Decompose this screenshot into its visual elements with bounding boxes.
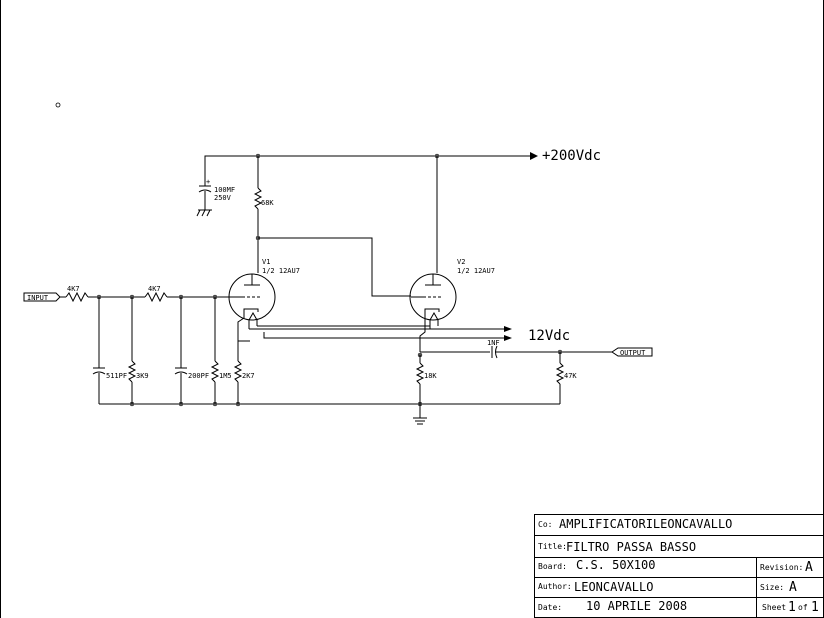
output-port	[611, 347, 653, 357]
tb-date-label: Date:	[538, 603, 562, 612]
tb-size-value: A	[789, 580, 797, 595]
r-series-label: 4K7	[148, 285, 161, 293]
svg-text:+: +	[206, 178, 210, 186]
tb-title-value: FILTRO PASSA BASSO	[566, 540, 696, 554]
tb-author-value: LEONCAVALLO	[574, 580, 653, 594]
heater-wiring	[249, 325, 512, 341]
marker-circle	[55, 102, 61, 108]
output-label: OUTPUT	[620, 349, 646, 357]
resistor-2k7	[233, 341, 243, 404]
tb-board-label: Board:	[538, 562, 567, 571]
tb-revision-value: A	[805, 560, 813, 575]
r-68k-label: 68K	[261, 199, 274, 207]
tube-v2	[409, 273, 457, 352]
hv-label: +200Vdc	[542, 148, 601, 164]
input-port	[23, 292, 61, 302]
tb-revision-label: Revision:	[760, 563, 803, 572]
v2-type: 1/2 12AU7	[457, 267, 495, 275]
r-2k7-label: 2K7	[242, 372, 255, 380]
filter-capacitor: +	[196, 178, 212, 217]
resistor-47k	[555, 352, 565, 404]
r-1m5-label: 1M5	[219, 372, 232, 380]
plate-resistor-68k	[253, 156, 263, 273]
resistor-1m5	[210, 297, 220, 404]
tb-sheet-label: Sheet	[762, 603, 786, 612]
tb-date-value: 10 APRILE 2008	[586, 599, 687, 613]
coupling-wire	[258, 237, 411, 297]
input-signal-line	[60, 291, 229, 303]
v1-ref: V1	[262, 258, 270, 266]
tb-co-value: AMPLIFICATORILEONCAVALLO	[559, 517, 732, 531]
r-input-label: 4K7	[67, 285, 80, 293]
tb-co-label: Co:	[538, 520, 552, 529]
c-200-label: 200PF	[188, 372, 209, 380]
hv-rail	[204, 152, 538, 186]
tube-v1	[228, 273, 276, 342]
ground-bus	[99, 401, 560, 407]
r-18k-label: 18K	[424, 372, 437, 380]
v2-ref: V2	[457, 258, 465, 266]
r-47k-label: 47K	[564, 372, 577, 380]
resistor-3k9	[127, 297, 137, 404]
resistor-18k	[413, 355, 427, 425]
heater-label: 12Vdc	[528, 328, 570, 344]
output-node	[417, 345, 612, 359]
c-1nf-label: 1NF	[487, 339, 500, 347]
capacitor-511pf	[92, 297, 106, 404]
filter-cap-value: 100MF	[214, 186, 235, 194]
tb-sheet-num: 1	[788, 600, 796, 615]
c-511-label: 511PF	[106, 372, 127, 380]
capacitor-200pf	[174, 297, 188, 404]
filter-cap-voltage: 250V	[214, 194, 232, 202]
tb-author-label: Author:	[538, 582, 572, 591]
r-3k9-label: 3K9	[136, 372, 149, 380]
tb-size-label: Size:	[760, 583, 784, 592]
v1-type: 1/2 12AU7	[262, 267, 300, 275]
input-label: INPUT	[27, 294, 49, 302]
tb-sheet-total: 1	[811, 600, 819, 615]
tb-sheet-of: of	[798, 603, 808, 612]
tb-title-label: Title:	[538, 542, 567, 551]
tb-board-value: C.S. 50X100	[576, 558, 655, 572]
